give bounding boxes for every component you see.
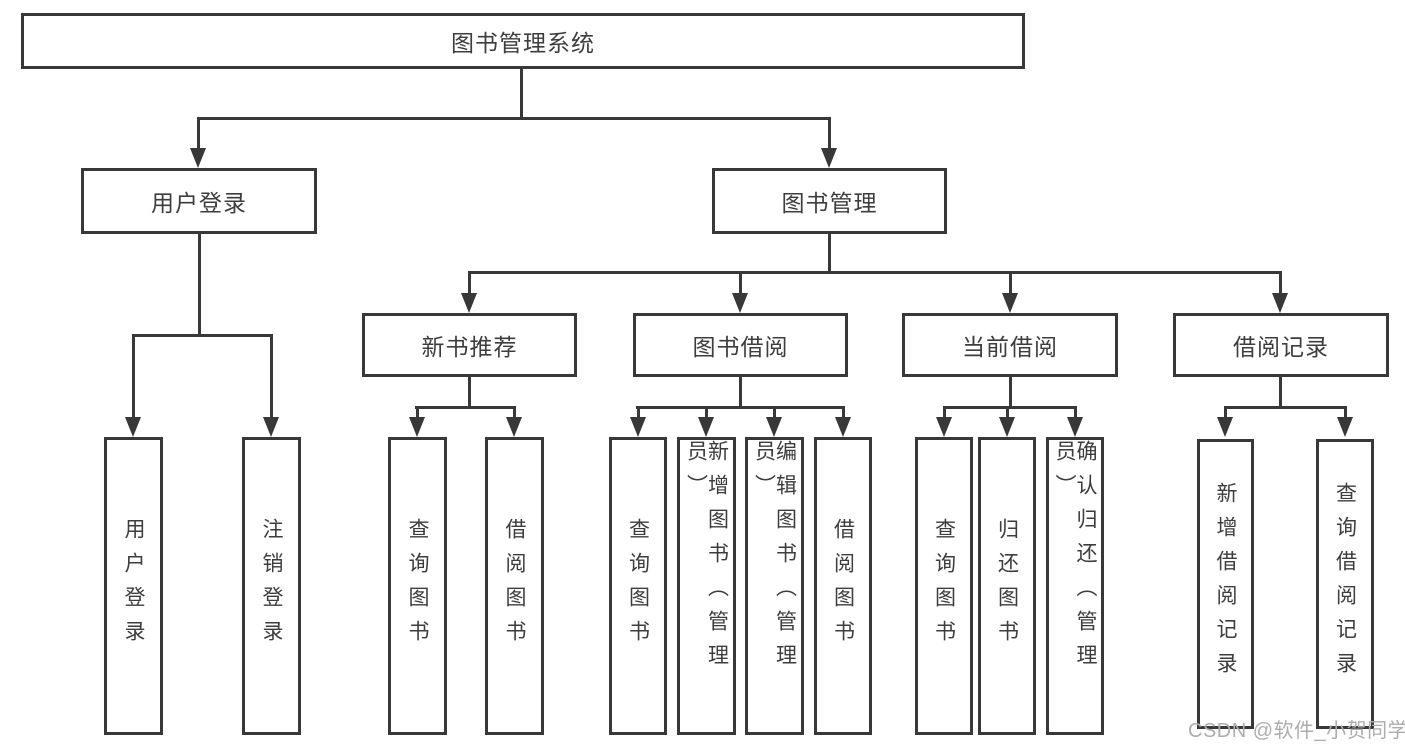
leaf-user-login: 用户登录 [104, 437, 163, 735]
connector-vline [1279, 376, 1282, 409]
connector-hline [468, 271, 1281, 274]
connector-vline [739, 376, 742, 409]
connector-vline [705, 406, 708, 420]
arrow-down-icon [732, 293, 748, 313]
node-label: 借阅图书 [831, 518, 855, 654]
connector-vline [1344, 406, 1347, 420]
node-label: 查询图书 [932, 518, 956, 654]
connector-vline [637, 406, 640, 420]
arrow-down-icon [698, 417, 714, 437]
node-label: 新书推荐 [421, 334, 518, 360]
leaf-borrow-books-recommend: 借阅图书 [485, 437, 544, 735]
node-label: 图书借阅 [692, 334, 789, 360]
node-label: 编辑图书（管理员） [752, 440, 797, 678]
arrow-down-icon [766, 417, 782, 437]
arrow-down-icon [936, 417, 952, 437]
connector-vline [1279, 271, 1282, 295]
connector-vline [1074, 406, 1077, 420]
connector-hline [1224, 406, 1347, 409]
connector-hline [943, 406, 1077, 409]
connector-vline [828, 232, 831, 274]
connector-vline [739, 271, 742, 295]
leaf-query-books-recommend: 查询图书 [388, 437, 447, 735]
connector-hline [415, 406, 516, 409]
connector-vline [198, 232, 201, 336]
node-label: 图书管理系统 [451, 30, 595, 56]
node-library-system: 图书管理系统 [21, 13, 1025, 69]
node-label: 借阅图书 [503, 518, 526, 654]
node-user-login: 用户登录 [81, 168, 317, 234]
connector-vline [468, 376, 471, 409]
node-label: 查询图书 [626, 518, 650, 654]
connector-vline [1009, 376, 1012, 409]
arrow-down-icon [1217, 417, 1233, 437]
node-label: 图书管理 [781, 190, 878, 216]
node-label: 归还图书 [995, 518, 1019, 654]
connector-vline [828, 117, 831, 151]
watermark: CSDN @软件_小贺同学 [1188, 720, 1405, 742]
arrow-down-icon [190, 148, 206, 168]
arrow-down-icon [506, 417, 522, 437]
connector-vline [416, 406, 419, 420]
leaf-confirm-return-admin: 确认归还（管理员） [1046, 437, 1104, 735]
connector-vline [270, 334, 273, 420]
connector-vline [513, 406, 516, 420]
leaf-query-borrow-record: 查询借阅记录 [1316, 439, 1374, 729]
node-label: 用户登录 [151, 190, 247, 216]
leaf-query-books-current: 查询图书 [915, 437, 973, 735]
arrow-down-icon [409, 417, 425, 437]
node-label: 查询图书 [406, 518, 429, 654]
arrow-down-icon [125, 417, 141, 437]
connector-vline [773, 406, 776, 420]
node-new-book-recommend: 新书推荐 [362, 313, 577, 377]
connector-vline [1224, 406, 1227, 420]
node-label: 确认归还（管理员） [1053, 440, 1097, 678]
leaf-query-books-borrow: 查询图书 [609, 437, 667, 735]
arrow-down-icon [1272, 293, 1288, 313]
connector-vline [197, 117, 200, 151]
connector-hline [197, 117, 831, 120]
leaf-add-book-admin: 新增图书（管理员） [677, 437, 736, 735]
node-label: 新增借阅记录 [1214, 482, 1237, 686]
connector-vline [943, 406, 946, 420]
arrow-down-icon [461, 293, 477, 313]
connector-vline [132, 334, 135, 420]
node-label: 查询借阅记录 [1333, 482, 1357, 686]
arrow-down-icon [999, 417, 1015, 437]
arrow-down-icon [263, 417, 279, 437]
node-label: 注销登录 [260, 518, 283, 654]
leaf-borrow-books: 借阅图书 [814, 437, 872, 735]
node-book-management: 图书管理 [712, 168, 947, 234]
connector-vline [468, 271, 471, 295]
node-borrow-records: 借阅记录 [1173, 313, 1389, 377]
arrow-down-icon [630, 417, 646, 437]
connector-vline [1006, 406, 1009, 420]
connector-vline [520, 67, 523, 120]
connector-hline [132, 334, 273, 337]
node-label: 借阅记录 [1233, 334, 1329, 360]
node-label: 新增图书（管理员） [684, 440, 729, 678]
connector-hline [636, 406, 845, 409]
node-label: 当前借阅 [962, 334, 1058, 360]
arrow-down-icon [1002, 293, 1018, 313]
connector-vline [842, 406, 845, 420]
arrow-down-icon [1067, 417, 1083, 437]
leaf-add-borrow-record: 新增借阅记录 [1197, 439, 1254, 729]
node-label: 用户登录 [122, 518, 145, 654]
leaf-edit-book-admin: 编辑图书（管理员） [745, 437, 804, 735]
arrow-down-icon [835, 417, 851, 437]
connector-vline [1009, 271, 1012, 295]
node-current-borrow: 当前借阅 [902, 313, 1118, 377]
arrow-down-icon [821, 148, 837, 168]
leaf-logout-login: 注销登录 [242, 437, 301, 735]
node-book-borrow: 图书借阅 [633, 313, 848, 377]
arrow-down-icon [1337, 417, 1353, 437]
leaf-return-books: 归还图书 [978, 437, 1036, 735]
